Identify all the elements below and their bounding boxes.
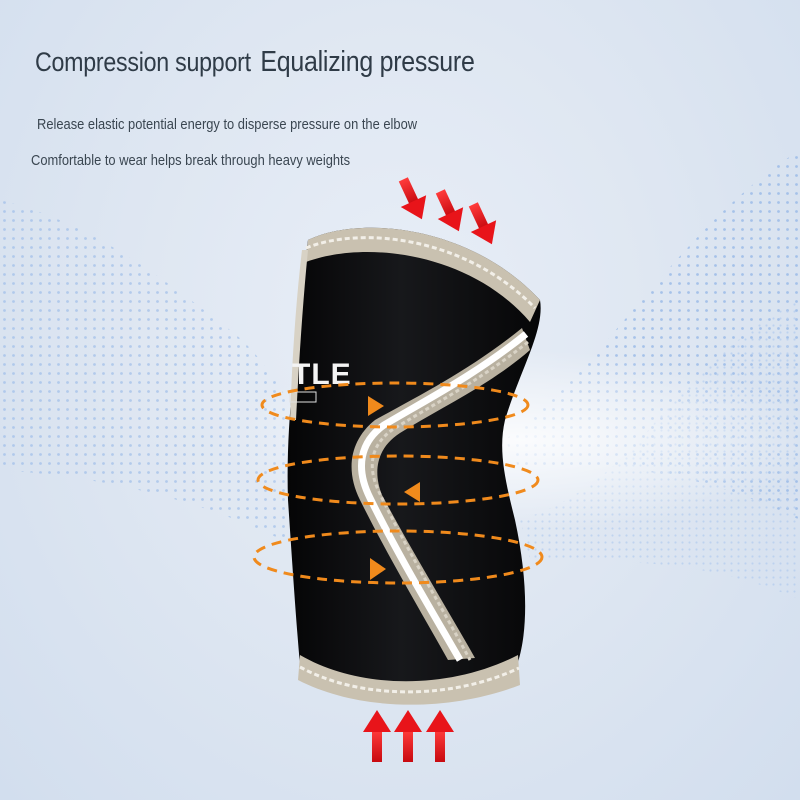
arrow-right-icon	[368, 396, 384, 416]
headline-part-a: Compression support	[35, 47, 251, 77]
compression-ring-3	[252, 529, 544, 585]
arrow-left-icon	[404, 482, 420, 502]
sleeve-tag	[289, 391, 317, 403]
elbow-sleeve: TLE	[287, 227, 541, 705]
compression-ring-2	[256, 454, 540, 506]
compression-ring-1	[260, 381, 530, 429]
arrow-right-icon	[370, 558, 386, 580]
headline-part-b: Equalizing pressure	[260, 46, 475, 78]
pressure-arrows-bottom	[363, 710, 454, 762]
pressure-arrows-top	[398, 177, 497, 245]
headline: Compression support Equalizing pressure	[35, 46, 475, 79]
caption-elastic-energy: Release elastic potential energy to disp…	[37, 116, 418, 133]
dotted-wave-left	[0, 200, 330, 560]
caption-comfort: Comfortable to wear helps break through …	[31, 152, 351, 169]
